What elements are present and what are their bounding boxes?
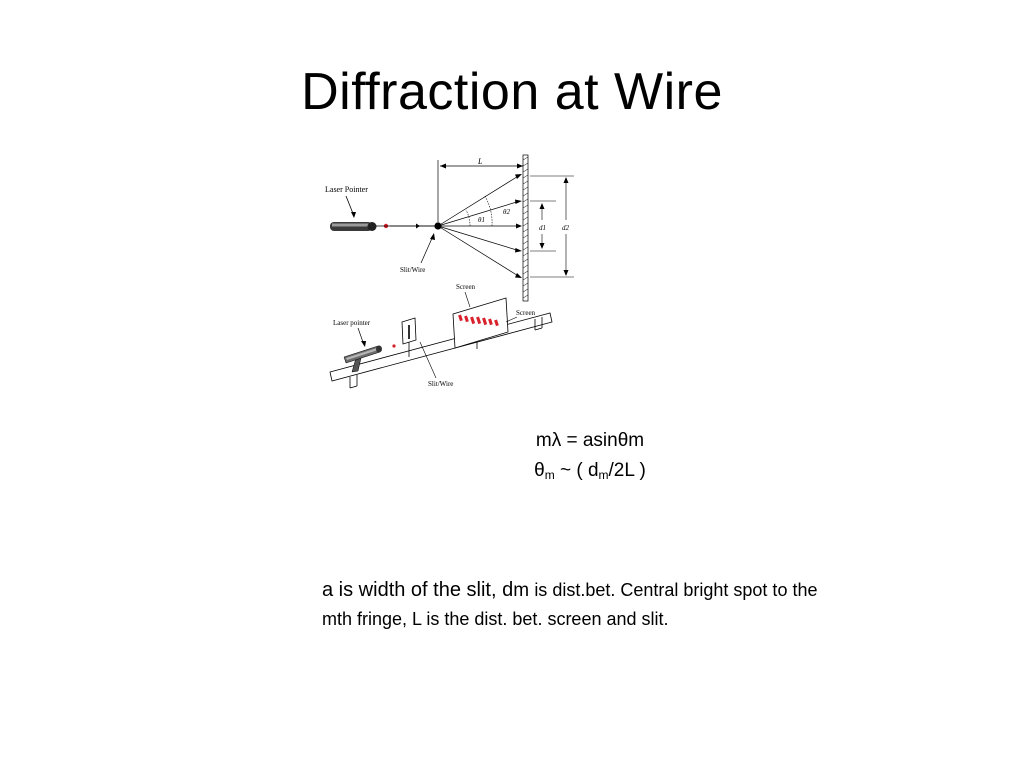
caption-part3: is dist.bet. <box>534 580 621 600</box>
caption-part4: Central bright spot to the mth fringe, L… <box>322 580 818 629</box>
diffraction-diagram: Laser Pointer L <box>320 150 590 400</box>
theta2-label: θ2 <box>503 208 510 216</box>
diffracted-rays <box>437 174 521 278</box>
eq2-approx: ~ ( d <box>554 460 599 481</box>
eq2-theta: θ <box>534 460 545 481</box>
equation-1: mλ = asinθm <box>535 430 645 451</box>
screen-label-side: Screen <box>516 309 536 317</box>
screen-label-top: Screen <box>456 283 476 291</box>
laser-label-bottom: Laser pointer <box>333 319 371 327</box>
equation-2: θm ~ ( dm/2L ) <box>490 460 690 482</box>
caption-part1: a is width of the slit, d <box>322 579 514 601</box>
slide-title: Diffraction at Wire <box>301 63 723 121</box>
theta1-label: θ1 <box>478 216 485 224</box>
L-label: L <box>477 157 483 166</box>
eq2-sub-m2: m <box>598 468 609 482</box>
caption-part2: m <box>513 580 535 601</box>
laser-label-top: Laser Pointer <box>325 185 368 194</box>
eq2-rest: /2L ) <box>608 460 646 481</box>
screen-top <box>522 154 529 302</box>
laser-pointer-top <box>330 222 377 231</box>
laser-pointer-bottom <box>343 345 382 373</box>
slit-label-bottom: Slit/Wire <box>428 380 453 388</box>
screen-bottom <box>452 297 509 349</box>
diagram-svg: Laser Pointer L <box>325 154 574 389</box>
caption: a is width of the slit, dm is dist.bet. … <box>322 576 822 633</box>
slit-label-top: Slit/Wire <box>400 266 425 274</box>
eq2-sub-m: m <box>544 468 555 482</box>
slit-holder <box>401 317 417 357</box>
d1-label: d1 <box>539 224 546 232</box>
d2-label: d2 <box>562 224 570 232</box>
